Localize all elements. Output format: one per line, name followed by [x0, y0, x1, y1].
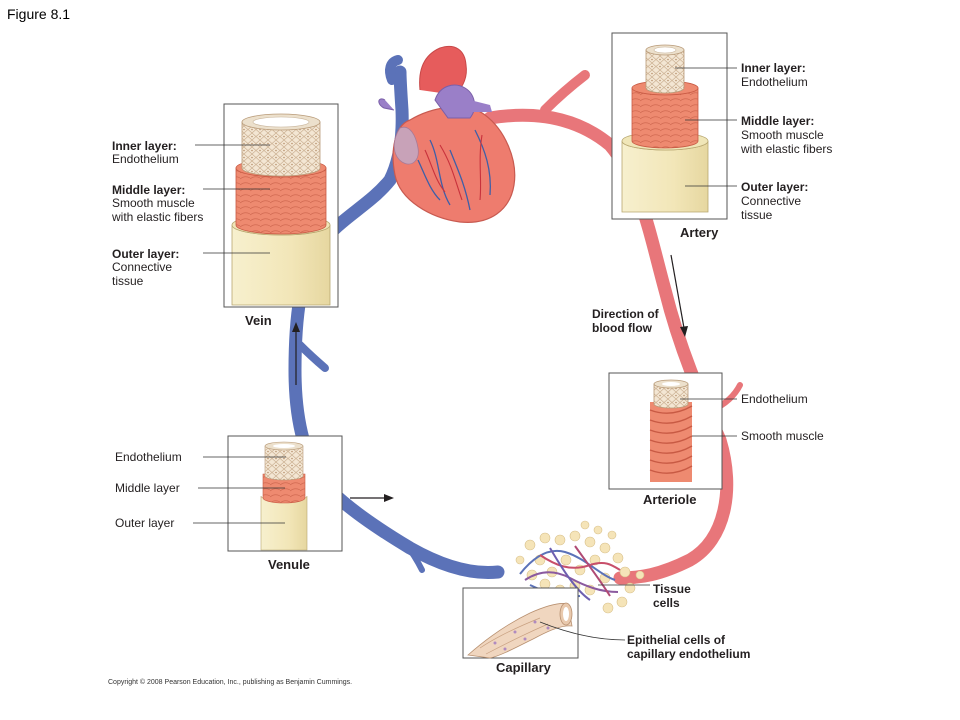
arteriole-label-smooth-muscle: Smooth muscle	[741, 429, 824, 443]
vein-middle-title: Middle layer:	[112, 183, 185, 197]
capillary-name: Capillary	[496, 660, 552, 675]
flow-label-2: blood flow	[592, 321, 653, 335]
artery-outer-title: Outer layer:	[741, 180, 808, 194]
vein-section	[223, 103, 339, 308]
vein-branch	[296, 341, 329, 372]
artery-middle-text-1: Smooth muscle	[741, 128, 824, 142]
figure-label: Figure 8.1	[7, 6, 71, 22]
venule-label-outer-layer: Outer layer	[115, 516, 174, 530]
venule-section	[227, 435, 343, 552]
venule-flow-arrow	[350, 494, 394, 502]
arteriole-leaders	[680, 398, 737, 437]
capillary-epithelial-leader	[539, 621, 626, 641]
artery-leaders	[675, 67, 737, 187]
arteriole-name: Arteriole	[643, 492, 696, 507]
arteriole-label-endothelium: Endothelium	[741, 392, 808, 406]
artery-outer-text-1: Connective	[741, 194, 801, 208]
vein-outer-text-2: tissue	[112, 274, 144, 288]
copyright-notice: Copyright © 2008 Pearson Education, Inc.…	[108, 679, 353, 686]
flow-label-1: Direction of	[592, 307, 660, 321]
artery-inner-title: Inner layer:	[741, 61, 806, 75]
artery-middle-title: Middle layer:	[741, 114, 814, 128]
artery-flow-arrow	[670, 254, 688, 337]
heart-illustration	[378, 45, 516, 223]
vein-middle-text-1: Smooth muscle	[112, 196, 195, 210]
artery-name: Artery	[680, 225, 719, 240]
artery-section	[611, 32, 728, 220]
artery-middle-text-2: with elastic fibers	[740, 142, 832, 156]
capillary-tissue-label-1: Tissue	[653, 582, 691, 596]
vein-middle-text-2: with elastic fibers	[111, 210, 203, 224]
capillary-epithelial-label-2: capillary endothelium	[627, 647, 750, 661]
venule-label-middle-layer: Middle layer	[115, 481, 180, 495]
vein-flow-arrow	[292, 322, 300, 385]
artery-inner-text: Endothelium	[741, 75, 808, 89]
vein-inner-text: Endothelium	[112, 152, 179, 166]
vein-name: Vein	[245, 313, 272, 328]
vein-inner-title: Inner layer:	[112, 139, 177, 153]
capillary-epithelial-label-1: Epithelial cells of	[627, 633, 726, 647]
capillary-section	[462, 587, 579, 659]
artery-branch	[540, 70, 590, 115]
venule-label-endothelium: Endothelium	[115, 450, 182, 464]
artery-outer-text-2: tissue	[741, 208, 773, 222]
vein-leaders	[195, 144, 270, 254]
vein-outer-text-1: Connective	[112, 260, 172, 274]
vein-outer-title: Outer layer:	[112, 247, 179, 261]
arteriole-section	[608, 372, 723, 490]
capillary-tissue-label-2: cells	[653, 596, 680, 610]
venule-branch	[402, 540, 425, 573]
venule-leaders	[193, 456, 286, 524]
artery-vessel	[483, 108, 734, 585]
venule-name: Venule	[268, 557, 310, 572]
